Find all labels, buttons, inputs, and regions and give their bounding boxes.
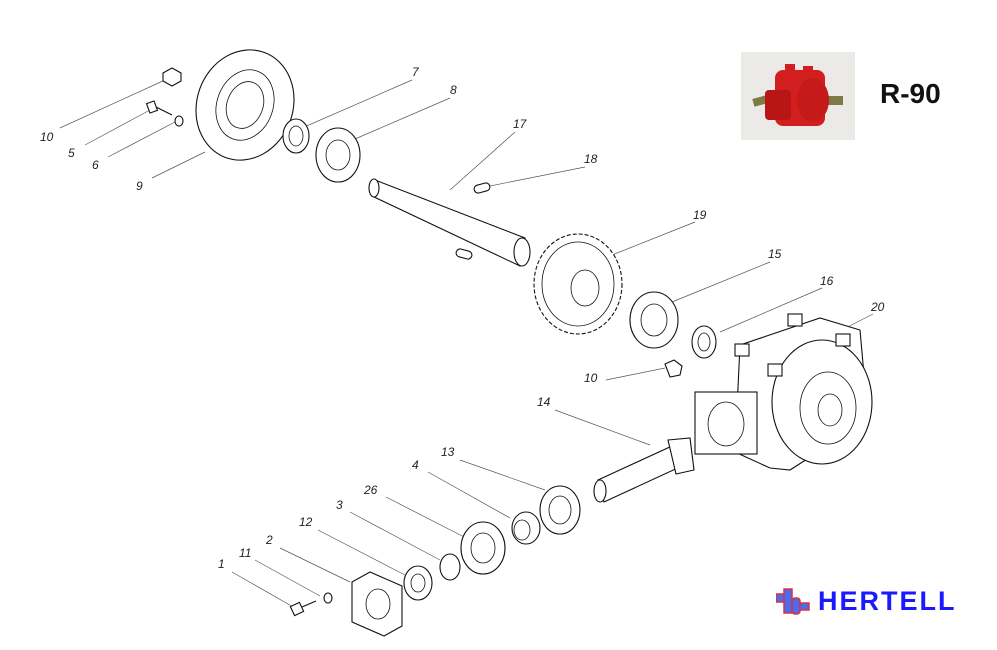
model-name: R-90 [880,78,941,109]
callout: 20 [870,300,885,314]
part-15-bearing [629,291,679,349]
part-9-cover [195,49,295,161]
part-11-washer [323,592,333,604]
callout: 18 [584,152,598,166]
part-8-bearing [315,127,361,183]
callout: 10 [40,130,54,144]
part-1-bolt [289,600,317,617]
callout: 11 [239,546,251,560]
part-3-circlip [439,553,461,581]
part-2-flange-cover [351,571,403,637]
callout: 9 [136,179,143,193]
part-13-bearing [539,485,581,535]
callout: 12 [299,515,313,529]
callout: 14 [537,395,551,409]
part-14-pinion-shaft [593,437,695,503]
callout: 17 [513,117,528,131]
leader-lines [59,79,874,609]
gearbox-photo [741,52,855,140]
part-18-key [455,182,491,260]
callout: 19 [693,208,707,222]
part-17-shaft [368,178,531,267]
callout: 15 [768,247,782,261]
callout: 13 [441,445,455,459]
brand-name: HERTELL [818,586,957,616]
callout: 16 [820,274,834,288]
part-20-housing [694,313,873,471]
part-12-seal [403,565,433,601]
callout: 1 [218,557,225,571]
callout: 7 [412,65,420,79]
part-4-spacer [511,511,541,545]
callout: 5 [68,146,75,160]
part-7-seal [282,118,310,154]
callout: 3 [336,498,343,512]
callout: 6 [92,158,99,172]
part-10-plug-top [162,67,182,87]
brand-mark-icon [776,587,810,615]
part-6-washer [174,115,184,127]
callout: 10 [584,371,598,385]
callout: 2 [265,533,273,547]
callout: 8 [450,83,457,97]
part-26-bearing [460,521,506,575]
callout: 4 [412,458,419,472]
part-5-bolt [145,100,173,116]
part-16-seal [691,325,717,359]
part-10-plug-side [664,359,683,378]
callout: 26 [363,483,378,497]
callout-labels: 10 5 6 9 7 8 17 18 19 15 16 20 10 14 13 … [40,65,885,571]
brand-logo: HERTELL [776,586,957,617]
part-19-gear [533,233,623,335]
